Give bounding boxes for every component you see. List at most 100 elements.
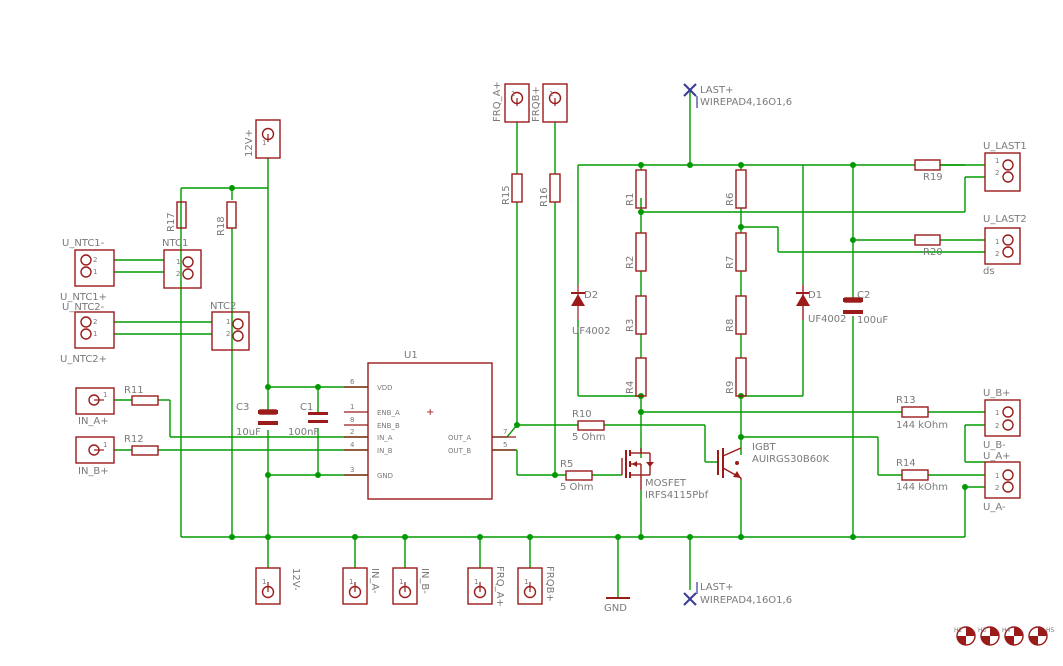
wirepad-top-label: WIREPAD4,16O1,6 (700, 97, 792, 108)
u1-pin-gnd: GND (377, 472, 393, 480)
u1-pin-number: 6 (350, 378, 355, 386)
u-a-minus-label: U_A- (983, 502, 1006, 513)
pin-number: 1 (549, 90, 553, 98)
in-a-minus-label: IN_A- (369, 568, 380, 594)
frqb-plus-top-label: FRQB+ (531, 86, 542, 122)
in-b-plus-label: IN_B+ (78, 466, 109, 477)
u1-pin-number: 3 (350, 466, 354, 474)
c2-value: 100uF (857, 315, 888, 326)
r7-label: R7 (725, 256, 736, 269)
capacitor-c1: C1 100nF (288, 402, 328, 438)
connector-in-b-plus: 1 IN_B+ (75, 436, 115, 477)
v12-plus-label: 12V+ (244, 129, 255, 157)
c1-value: 100nF (288, 427, 319, 438)
resistor-r1: R1 (625, 169, 647, 209)
u1-pin-in-a: IN_A (377, 434, 393, 442)
ntc1-label: NTC1 (162, 238, 188, 249)
resistor-r13: R13 144 kOhm (896, 395, 948, 431)
in-b-minus-label: IN_B- (419, 568, 430, 594)
r13-label: R13 (896, 395, 916, 406)
pin-number: 1 (103, 441, 107, 449)
d1-label: D1 (808, 290, 822, 301)
connector-in-a-minus: 1 IN_A- (342, 567, 380, 605)
origin-plus: + (426, 407, 434, 418)
resistor-r15: R15 (501, 173, 523, 205)
mounting-hole-h4: H4 (1002, 626, 1024, 646)
u1-pin-out-b: OUT_B (448, 447, 471, 455)
connector-u-ntc2: 2 1 U_NTC2- U_NTC2+ (60, 302, 115, 365)
frqb-plus-bottom-label: FRQB+ (544, 566, 555, 602)
h5-label: H5 (1046, 627, 1055, 634)
resistor-r5: R5 5 Ohm (560, 459, 594, 493)
ntc2: 1 2 NTC2 (210, 301, 250, 351)
wirepad-last-plus-top: LAST+ WIREPAD4,16O1,6 (683, 83, 792, 108)
u1-pin-number: 2 (350, 428, 354, 436)
pin-number: 1 (93, 268, 97, 276)
u1-label: U1 (404, 350, 418, 361)
u1-pin-vdd: VDD (377, 384, 393, 392)
pin-number: 1 (995, 472, 999, 480)
mosfet-part-label: IRFS4115Pbf (645, 490, 709, 501)
r20-label: R20 (923, 247, 943, 258)
resistor-r10: R10 5 Ohm (572, 409, 606, 443)
wirepad-bottom-label: WIREPAD4,16O1,6 (700, 595, 792, 606)
r5-label: R5 (560, 459, 573, 470)
u-ntc1-minus-label: U_NTC1- (62, 238, 105, 249)
c2-label: C2 (857, 290, 870, 301)
pin-number: 1 (524, 578, 528, 586)
frq-a-plus-top-label: FRQ_A+ (492, 81, 503, 122)
pin-number: 1 (399, 578, 403, 586)
pin-number: 1 (995, 157, 999, 165)
r14-label: R14 (896, 458, 916, 469)
r13-value: 144 kOhm (896, 420, 948, 431)
resistor-r12: R12 (124, 434, 159, 456)
c1-label: C1 (300, 402, 313, 413)
u1-pin-enb-b: ENB_B (377, 422, 400, 430)
u-last2-label: U_LAST2 (983, 214, 1027, 225)
d2-value: UF4002 (572, 326, 611, 337)
r3-label: R3 (625, 319, 636, 332)
resistor-r6: R6 (725, 169, 747, 209)
connector-in-a-plus: 1 IN_A+ (75, 387, 115, 427)
r16-label: R16 (539, 187, 550, 207)
resistor-r2: R2 (625, 232, 647, 272)
r9-label: R9 (725, 381, 736, 394)
resistor-r19: R19 (914, 159, 943, 183)
gnd-symbol: GND (604, 597, 630, 614)
u1-pin-number: 8 (350, 416, 354, 424)
u-last1-label: U_LAST1 (983, 141, 1027, 152)
pin-number: 1 (103, 391, 107, 399)
pin-number: 1 (511, 90, 515, 98)
pin-number: 2 (93, 318, 97, 326)
igbt-q: IGBT AUIRGS30B60K (717, 442, 829, 480)
u-ntc2-plus-label: U_NTC2+ (60, 354, 107, 365)
r1-label: R1 (625, 193, 636, 206)
resistor-r3: R3 (625, 295, 647, 335)
r17-label: R17 (166, 212, 177, 232)
diode-d2: D2 UF4002 (571, 285, 611, 337)
in-a-plus-label: IN_A+ (78, 416, 109, 427)
r8-label: R8 (725, 319, 736, 332)
frq-a-plus-bottom-label: FRQ_A+ (494, 566, 505, 607)
h4-label: H4 (1002, 627, 1011, 634)
resistor-r4: R4 (625, 357, 647, 397)
pin-number: 1 (995, 238, 999, 246)
pin-number: 1 (226, 318, 230, 326)
r15-label: R15 (501, 185, 512, 205)
ic-u1: U1 + VDD ENB_A ENB_B IN_A IN_B GND OUT_A… (344, 350, 516, 500)
r10-value: 5 Ohm (572, 432, 606, 443)
d1-value: UF4002 (808, 314, 847, 325)
u-b-minus-label: U_B- (983, 440, 1006, 451)
pin-number: 1 (995, 409, 999, 417)
igbt-part-label: AUIRGS30B60K (752, 454, 829, 465)
connector-u-last2: 1 2 U_LAST2 ds (983, 214, 1027, 277)
capacitor-c2: C2 100uF (843, 290, 888, 326)
connector-in-b-minus: 1 IN_B- (392, 567, 430, 605)
u-b-plus-label: U_B+ (983, 388, 1011, 399)
r14-value: 144 kOhm (896, 482, 948, 493)
pin-number: 1 (262, 578, 266, 586)
resistor-r7: R7 (725, 232, 747, 272)
ntc2-label: NTC2 (210, 301, 236, 312)
r12-label: R12 (124, 434, 144, 445)
